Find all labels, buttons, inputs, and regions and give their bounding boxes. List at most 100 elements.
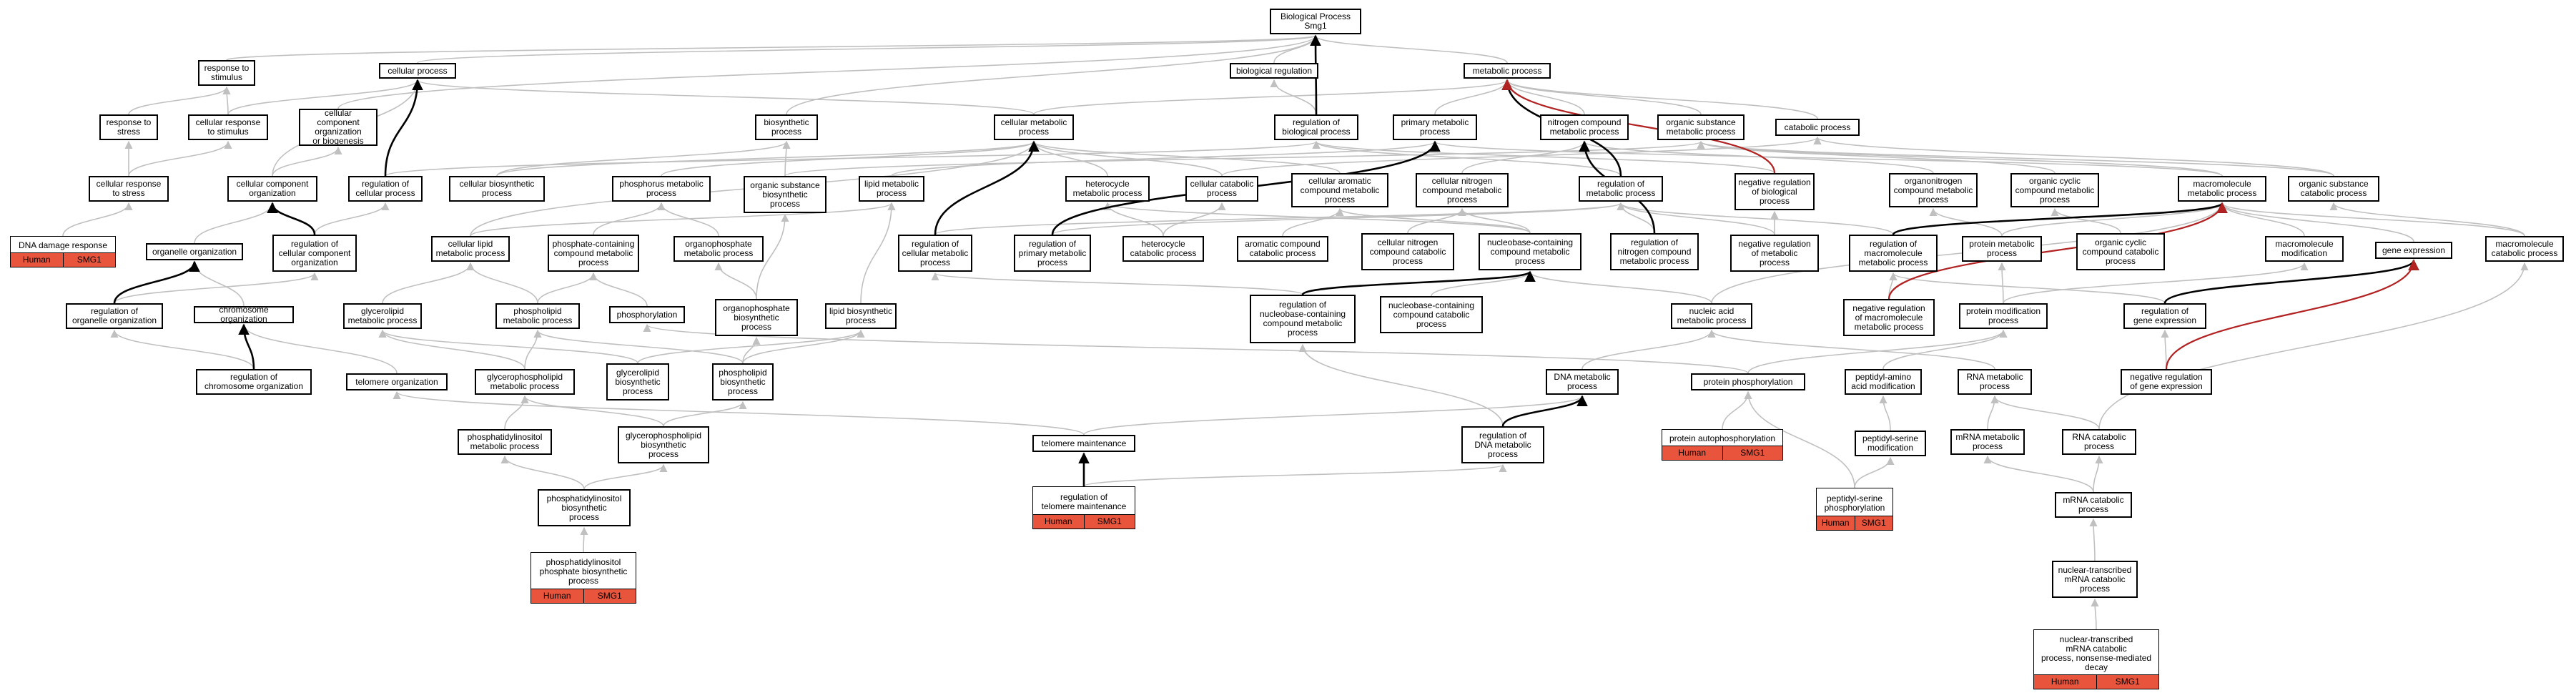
go-term-cellproc[interactable]: cellular process [379, 63, 456, 79]
go-term-chromorg[interactable]: chromosome organization [194, 305, 294, 324]
go-term-metab[interactable]: metabolic process [1464, 63, 1551, 79]
gene-badge: SMG1 [1083, 515, 1135, 529]
edge-regorg-to-orgorg [113, 260, 200, 304]
edge-regnucbase-to-nucbasemet [1301, 270, 1536, 296]
go-term-catab[interactable]: catabolic process [1775, 119, 1860, 136]
go-term-phosphoryl[interactable]: phosphorylation [609, 306, 685, 323]
go-term-protphos[interactable]: protein phosphorylation [1691, 373, 1805, 390]
go-term-telorg[interactable]: telomere organization [346, 373, 448, 390]
go-term-label: organelle organization [152, 246, 237, 257]
edge-macrocat-to-orgsubcat [2329, 202, 2525, 237]
edge-geneexp-to-macromet [2218, 202, 2414, 242]
go-term-telmain[interactable]: telomere maintenance [1032, 435, 1135, 452]
go-term-orgorg[interactable]: organelle organization [146, 243, 243, 260]
go-term-geneexp[interactable]: gene expression [2375, 242, 2452, 259]
go-term-breg[interactable]: biological regulation [1230, 63, 1318, 79]
